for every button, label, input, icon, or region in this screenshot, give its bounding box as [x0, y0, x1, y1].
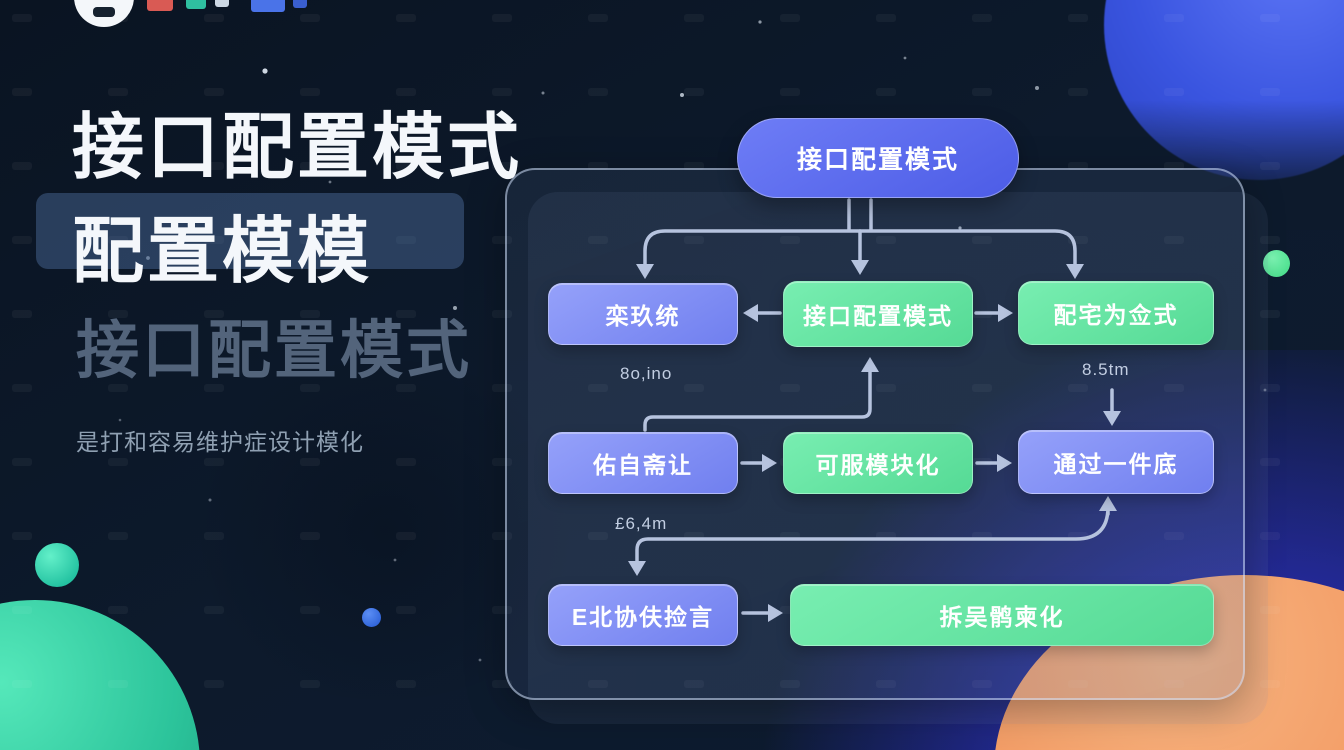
flow-node-r1c3: 配宅为佥式	[1018, 281, 1214, 345]
stars	[118, 20, 1267, 662]
flow-node-r3c1: E北协伕捡言	[548, 584, 738, 646]
logo-glyph-icon	[93, 7, 115, 17]
flow-node-r1c1: 栾玖统	[548, 283, 738, 345]
page-title-line2: 配置模模	[72, 212, 373, 292]
flow-label-top-right: 8.5tm	[1082, 360, 1130, 379]
arrowheads	[628, 260, 1121, 622]
logo-wordmark-fragment	[293, 0, 307, 8]
flow-node-r2c2: 可服模块化	[783, 432, 973, 494]
flow-node-r2c3: 通过一件底	[1018, 430, 1214, 494]
title-highlight-bar	[36, 193, 464, 269]
logo-wordmark-fragment	[215, 0, 229, 7]
flow-node-r2c1: 佑自斋让	[548, 432, 738, 494]
logo-wordmark-fragment	[186, 0, 206, 9]
flow-root-pill: 接口配置模式	[737, 118, 1019, 198]
flow-label-top-left: 8o,ino	[620, 364, 673, 383]
arrow-long-connector	[635, 505, 1110, 564]
flow-label-bottom-left: £6,4m	[615, 514, 668, 533]
flow-node-r3c2: 拆吴鹘柬化	[790, 584, 1214, 646]
logo-wordmark-fragment	[251, 0, 285, 12]
page-title-line1: 接口配置模式	[72, 108, 523, 188]
page-subtitle: 接口配置模式	[76, 316, 472, 386]
page-description: 是打和容易维护症设计模化	[76, 429, 364, 455]
flow-node-r1c2: 接口配置模式	[783, 281, 973, 347]
arrow-up-to-green	[643, 368, 872, 432]
logo-wordmark-fragment	[147, 0, 173, 11]
